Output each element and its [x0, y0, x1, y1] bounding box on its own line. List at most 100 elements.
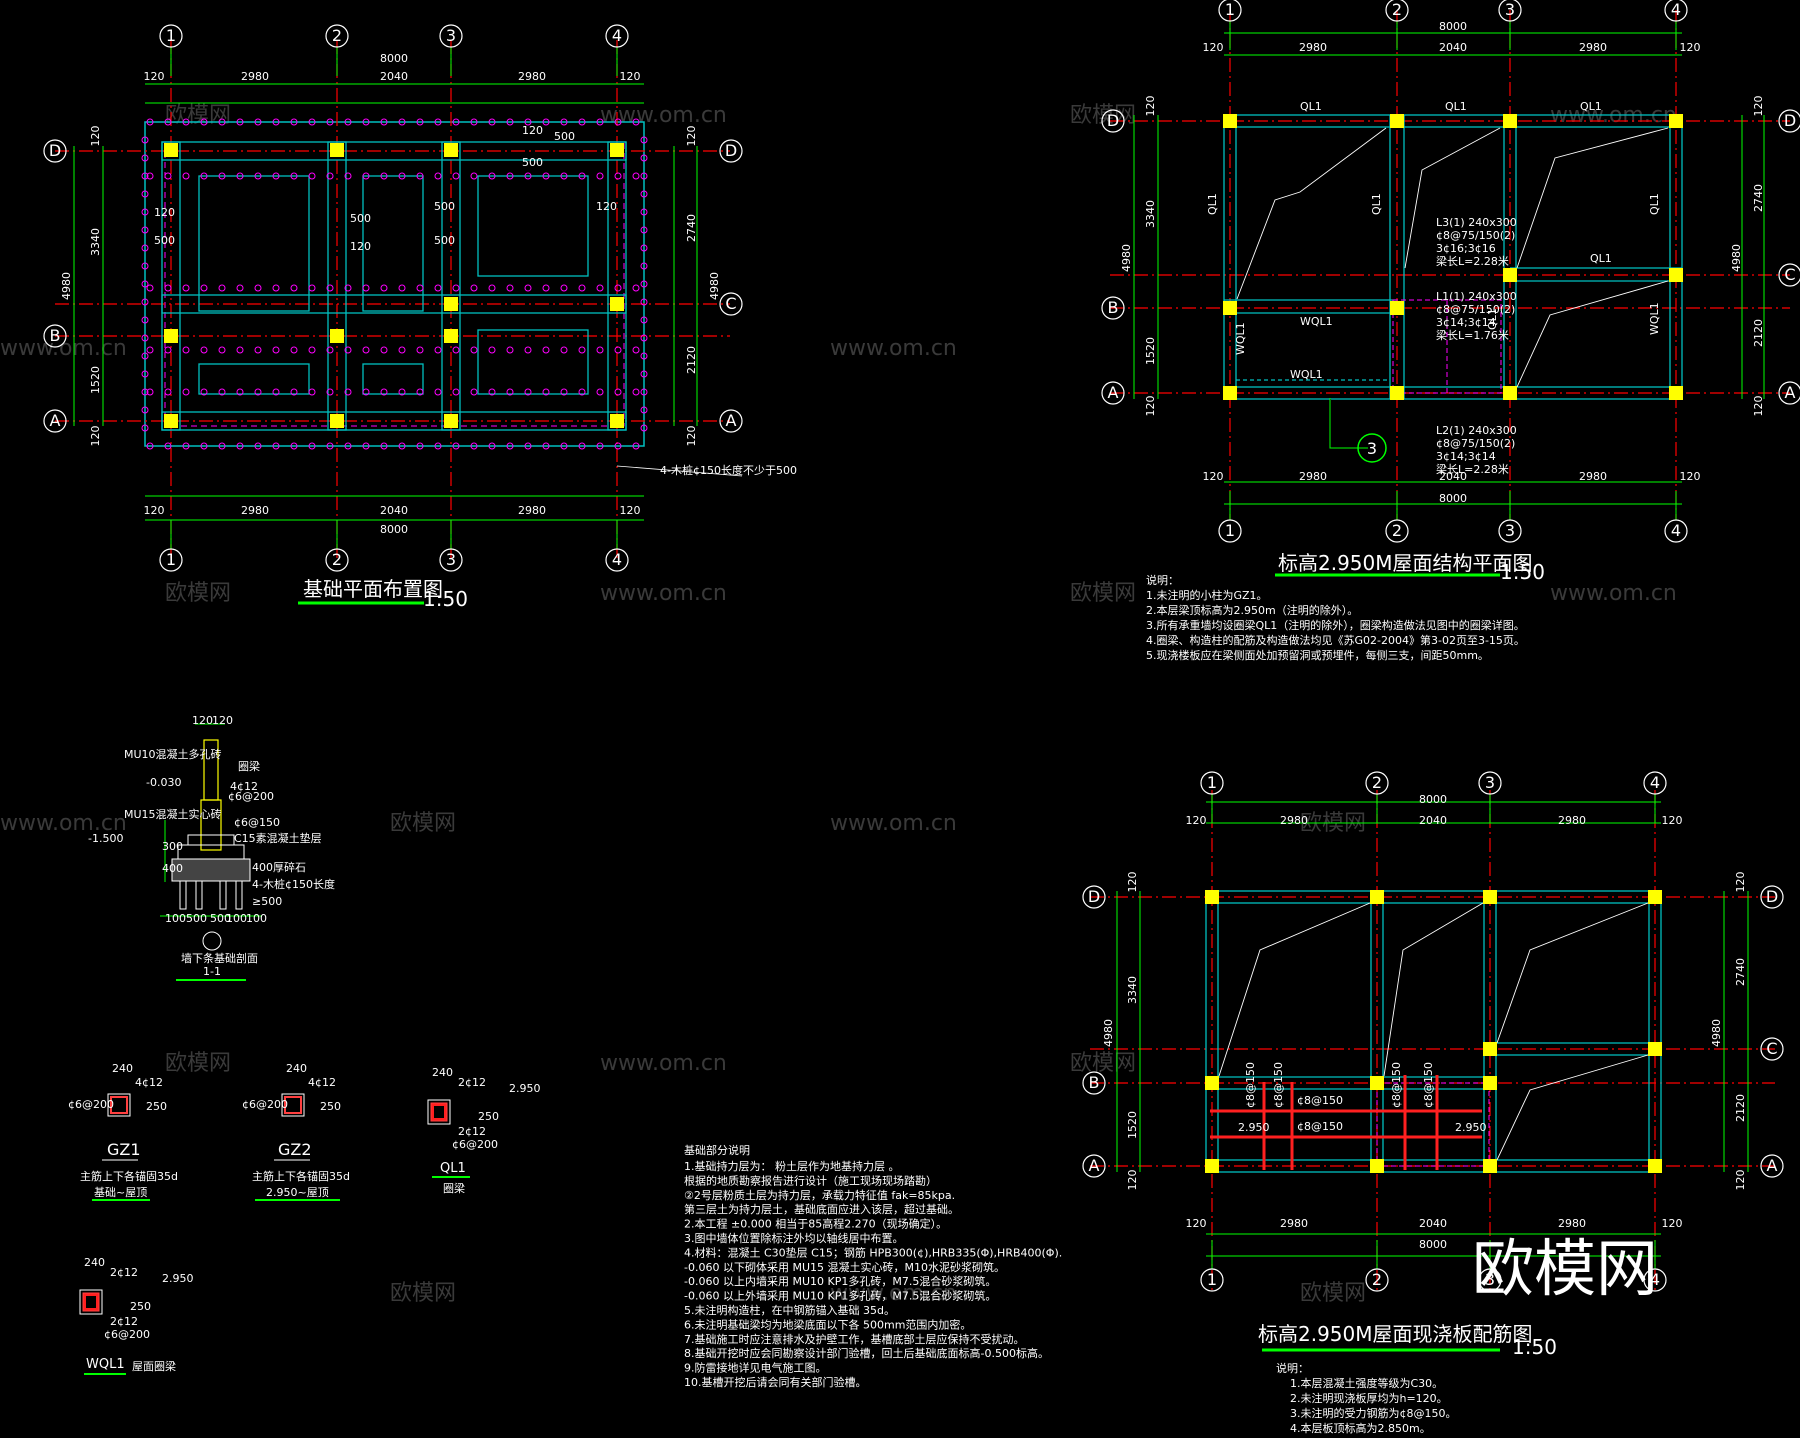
- grid-bubble: [1478, 771, 1502, 795]
- beam-label: WQL1: [1648, 302, 1661, 335]
- grid-label: 2: [1392, 521, 1402, 540]
- dimension-value: 2120: [1734, 1094, 1747, 1122]
- gz2-sub: 主筋上下各锚固35d: [252, 1169, 350, 1183]
- pile: [416, 346, 424, 354]
- pile: [632, 442, 640, 450]
- dimension-value: 120: [1662, 1217, 1683, 1230]
- grid-label: 1: [1225, 521, 1235, 540]
- section-circle: [202, 931, 222, 951]
- grid-label: 1: [166, 550, 176, 569]
- section-mark: 1-1: [203, 965, 221, 978]
- watermark-url: www.om.cn: [600, 1051, 727, 1076]
- grid-label: B: [1089, 1073, 1100, 1092]
- ql1-dim-d: 250: [478, 1110, 499, 1123]
- note-line: -0.060 以下砌体采用 MU15 混凝土实心砖，M10水泥砂浆砌筑。: [684, 1260, 1005, 1274]
- grid-label: A: [1108, 383, 1119, 402]
- pile: [164, 388, 172, 396]
- pile: [236, 346, 244, 354]
- pile: [640, 244, 648, 252]
- plan-notes: 说明：1.未注明的小柱为GZ1。2.本层梁顶标高为2.950m（注明的除外）。3…: [1146, 573, 1525, 662]
- pile: [326, 284, 334, 292]
- pile: [452, 284, 460, 292]
- gz2-detail: 240 4¢12 ¢6@200 250 GZ2 主筋上下各锚固35d 2.950…: [242, 1062, 350, 1201]
- grid-bubble: [159, 548, 183, 572]
- pile: [146, 284, 154, 292]
- pile: [452, 442, 460, 450]
- pile: [380, 284, 388, 292]
- grid-label: 4: [1671, 521, 1681, 540]
- grid-bubble: [1478, 1268, 1502, 1292]
- interior-dim: 120: [350, 240, 371, 253]
- section-label: 圈梁: [238, 759, 260, 773]
- pile: [164, 442, 172, 450]
- pile: [640, 172, 648, 180]
- pile-line: [164, 141, 625, 427]
- timber-piles: [179, 880, 243, 910]
- pile: [236, 172, 244, 180]
- pile: [290, 442, 298, 450]
- pile: [596, 284, 604, 292]
- pile: [614, 172, 622, 180]
- dimension-value: 2980: [1280, 814, 1308, 827]
- pile: [272, 172, 280, 180]
- pile: [141, 298, 149, 306]
- grid-label: 1: [1225, 0, 1235, 19]
- grid-label: 2: [1372, 773, 1382, 792]
- rebar-label: ¢8@150: [1422, 1062, 1435, 1108]
- dimension-value: 2980: [518, 504, 546, 517]
- beam-label: WQL1: [1234, 322, 1247, 355]
- dimension-total: 8000: [1439, 492, 1467, 505]
- rebar-label: ¢8@150: [1244, 1062, 1257, 1108]
- pile: [398, 442, 406, 450]
- pile: [200, 346, 208, 354]
- wql1-dim-f: ¢6@200: [104, 1328, 150, 1341]
- pile: [614, 346, 622, 354]
- grid-bubble: [605, 24, 629, 48]
- pile: [640, 262, 648, 270]
- pile: [640, 136, 648, 144]
- pile: [488, 442, 496, 450]
- gz2-dim-b: 4¢12: [308, 1076, 336, 1089]
- pile: [272, 284, 280, 292]
- pile: [578, 442, 586, 450]
- dimension-value: 120: [1734, 1170, 1747, 1191]
- rebar-label: ¢8@150: [1297, 1120, 1343, 1133]
- dimension-value: 120: [685, 426, 698, 447]
- pile: [272, 388, 280, 396]
- pile: [344, 346, 352, 354]
- pile: [362, 388, 370, 396]
- pile: [470, 172, 478, 180]
- watermark-url: www.om.cn: [600, 581, 727, 606]
- pile: [632, 172, 640, 180]
- gravel-bed: [171, 858, 251, 882]
- dimension-value: 2980: [1299, 41, 1327, 54]
- beam-spec: 梁长L=1.76米: [1436, 328, 1509, 342]
- pile: [141, 262, 149, 270]
- pile: [524, 118, 532, 126]
- pile: [398, 118, 406, 126]
- pile: [141, 388, 149, 396]
- dimension-total: 8000: [380, 523, 408, 536]
- pile: [506, 388, 514, 396]
- grid-label: 4: [1650, 1270, 1660, 1289]
- dimension-value: 2120: [685, 346, 698, 374]
- section-label: 400: [162, 862, 183, 875]
- pile: [164, 172, 172, 180]
- pile: [290, 388, 298, 396]
- elevation-label: 2.950: [1455, 1121, 1487, 1134]
- section-label: MU10混凝土多孔砖: [124, 747, 222, 761]
- pile: [254, 346, 262, 354]
- dimension-total: 4980: [1730, 244, 1743, 272]
- pile: [141, 226, 149, 234]
- grid-label: 2: [1392, 0, 1402, 19]
- dimension-total: 4980: [708, 272, 721, 300]
- grid-bubble: [1778, 263, 1800, 287]
- wql1-detail: 240 2¢12 2.950 250 2¢12 ¢6@200 WQL1 屋面圈梁: [79, 1256, 194, 1375]
- grid-label: 3: [1505, 0, 1515, 19]
- pile: [560, 118, 568, 126]
